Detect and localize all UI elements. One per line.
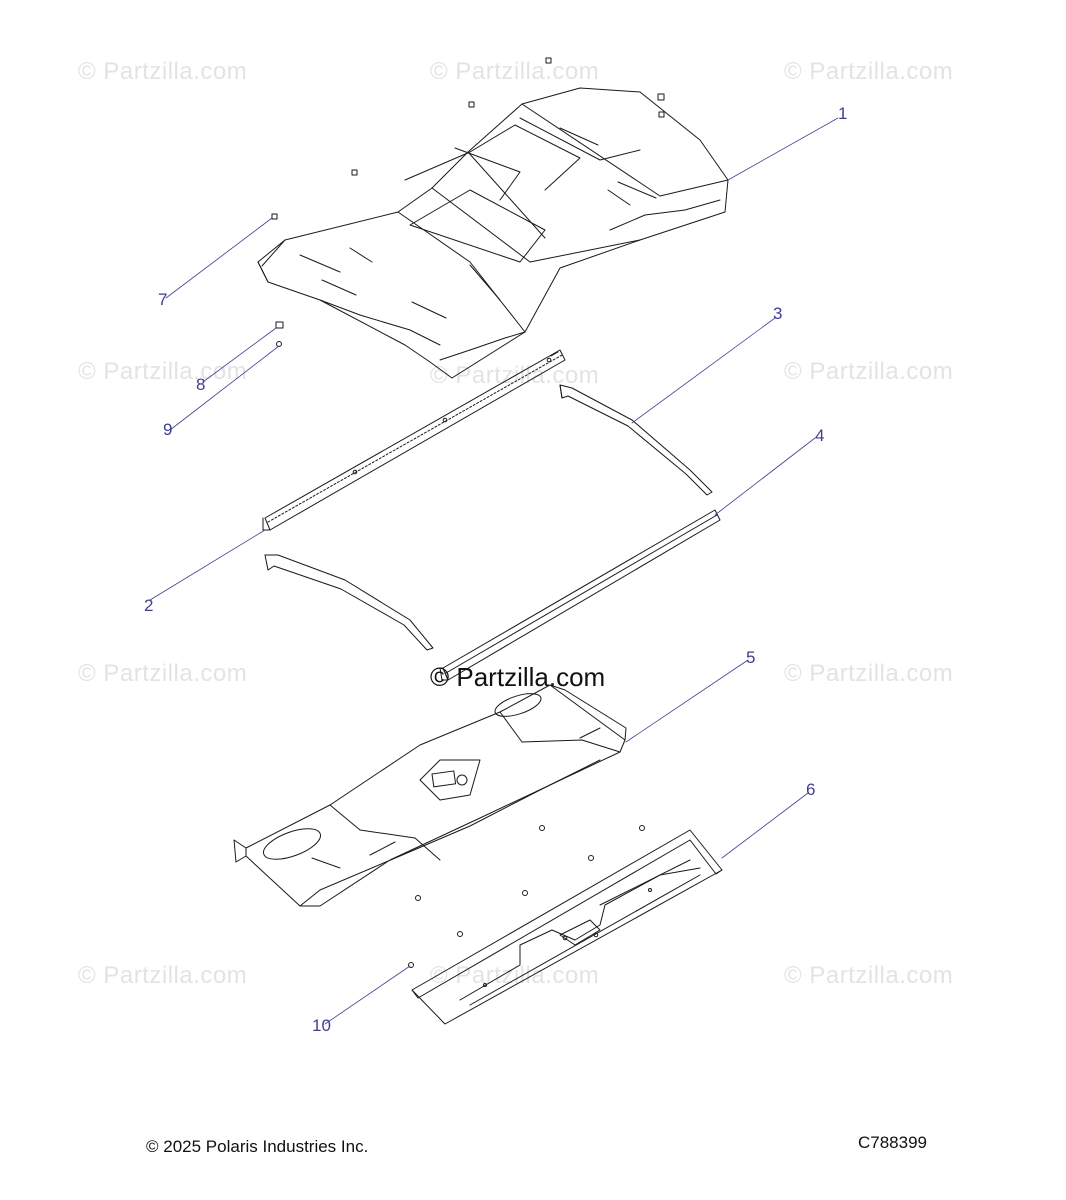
copyright-text: © 2025 Polaris Industries Inc. <box>146 1137 369 1156</box>
clip-part-8 <box>275 321 284 329</box>
seal-part-4 <box>439 509 721 681</box>
watermark: © Partzilla.com <box>78 962 248 989</box>
nut-part-10 <box>408 825 645 968</box>
callout-7[interactable]: 7 <box>158 290 168 309</box>
watermark: © Partzilla.com <box>784 660 954 687</box>
screw-part-7 <box>271 57 665 220</box>
seal-part-2 <box>262 349 566 531</box>
leader-lines <box>149 117 839 1025</box>
watermark: © Partzilla.com <box>784 58 954 85</box>
callout-2[interactable]: 2 <box>144 596 154 615</box>
roof-part-1 <box>257 87 729 379</box>
watermark: © Partzilla.com <box>430 58 600 85</box>
seal-part-2b <box>264 554 434 651</box>
callout-1[interactable]: 1 <box>838 104 848 123</box>
watermark: © Partzilla.com <box>430 962 600 989</box>
callout-9[interactable]: 9 <box>163 420 173 439</box>
callout-8[interactable]: 8 <box>196 375 206 394</box>
watermark: © Partzilla.com <box>78 58 248 85</box>
headliner-part-5 <box>233 684 627 907</box>
watermark: © Partzilla.com <box>78 358 248 385</box>
watermark-center: © Partzilla.com <box>430 662 606 692</box>
callout-10[interactable]: 10 <box>312 1016 331 1035</box>
watermark: © Partzilla.com <box>784 358 954 385</box>
seal-part-3 <box>559 384 713 496</box>
callout-4[interactable]: 4 <box>815 426 825 445</box>
drawing-number: C788399 <box>858 1133 928 1152</box>
callout-6[interactable]: 6 <box>806 780 816 799</box>
watermark: © Partzilla.com <box>78 660 248 687</box>
panel-part-6 <box>411 829 723 1025</box>
watermark: © Partzilla.com <box>784 962 954 989</box>
callout-5[interactable]: 5 <box>746 648 756 667</box>
callout-3[interactable]: 3 <box>773 304 783 323</box>
